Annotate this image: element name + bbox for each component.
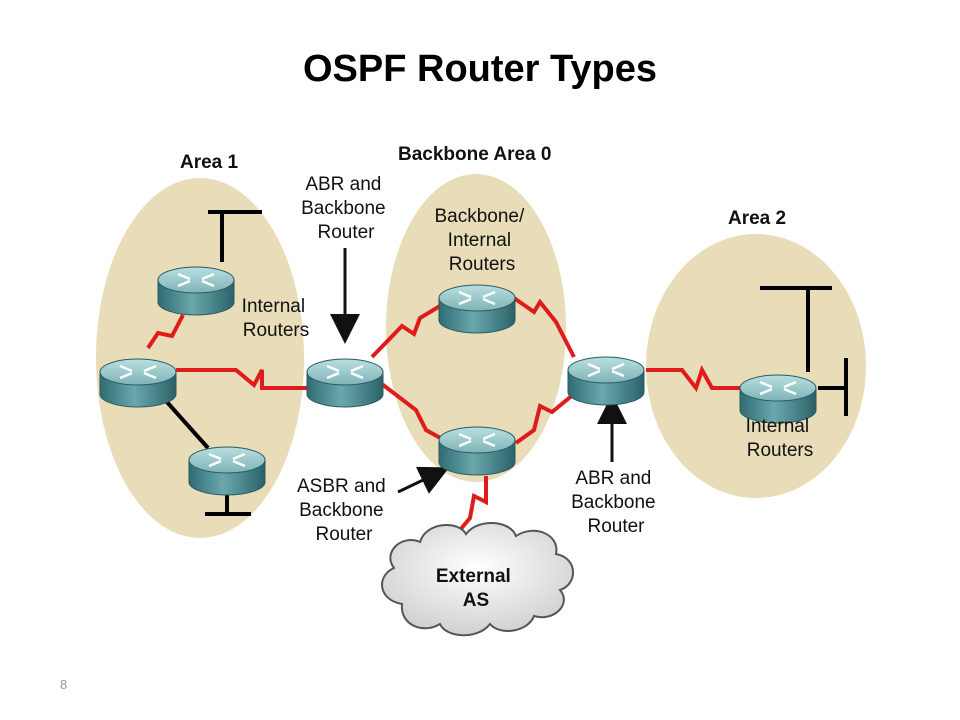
area2-region [646,234,866,498]
area1-internal-label: Internal Routers [242,296,311,341]
area2-internal-router [739,374,817,424]
abr-right-router [567,356,645,406]
area1-internal-bottom-router [188,446,266,496]
external-as-cloud [381,521,574,637]
area2-internal-label: Internal Routers [746,416,815,461]
asbr-label: ASBR and Backbone Router [297,476,391,545]
page-title: OSPF Router Types [302,48,658,90]
area1-internal-left-router [99,358,177,408]
area1-region [96,178,304,538]
serial-links [146,296,740,532]
external-as-label: External AS [436,566,516,611]
abr-left-label: ABR and Backbone Router [301,174,391,243]
abr-right-label: ABR and Backbone Router [571,468,661,537]
area1-label: Area 1 [180,152,239,173]
callout-arrows [330,248,627,494]
abr-left-router [306,358,384,408]
backbone-top-router [438,284,516,334]
routers [99,266,817,496]
area1-internal-top-router [157,266,235,316]
area2-label: Area 2 [728,208,786,229]
asbr-router [438,426,516,476]
backbone-area-label: Backbone Area 0 [398,144,551,165]
page-number: 8 [60,677,68,692]
backbone-internal-label: Backbone/ Internal Routers [434,206,529,275]
